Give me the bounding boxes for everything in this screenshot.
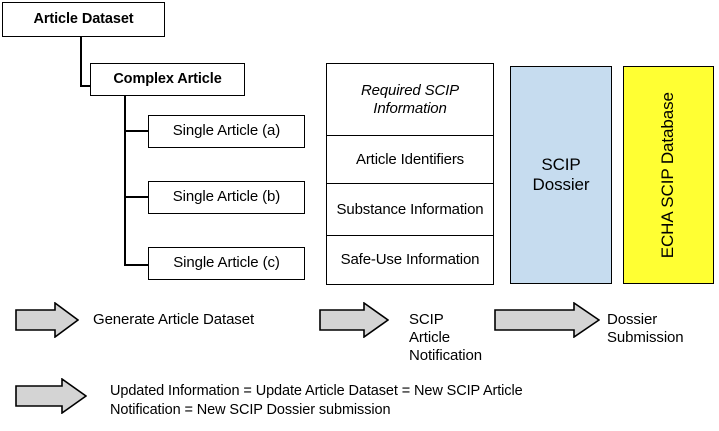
node-single-article-b-label: Single Article (b)	[172, 188, 281, 206]
flow-step-label-scip-article-notification: SCIP Article Notification	[409, 311, 483, 365]
scip-table-row-label: Substance Information	[336, 200, 484, 218]
node-single-article-a-label: Single Article (a)	[172, 122, 281, 140]
connector-complex-article-trunk	[124, 96, 126, 266]
update-note-text: Updated Information = Update Article Dat…	[110, 383, 523, 419]
connector-article-dataset-to-complex	[80, 85, 92, 87]
node-complex-article[interactable]: Complex Article	[90, 63, 245, 96]
node-single-article-c-label: Single Article (c)	[173, 254, 280, 272]
right-block-arrow-icon	[15, 378, 87, 414]
flow-step-label-text: Dossier Submission	[607, 311, 684, 346]
node-scip-dossier-label: SCIP Dossier	[532, 154, 590, 194]
node-article-dataset[interactable]: Article Dataset	[2, 2, 165, 37]
node-echa-scip-database[interactable]: ECHA SCIP Database	[623, 66, 714, 284]
connector-trunk-to-single-a	[124, 130, 150, 132]
connector-trunk-to-single-c	[124, 264, 150, 266]
node-article-dataset-label: Article Dataset	[33, 11, 134, 28]
scip-table-row[interactable]: Safe-Use Information	[327, 236, 493, 283]
scip-table-header-label: Required SCIP Information	[360, 82, 460, 117]
connector-trunk-to-single-b	[124, 196, 150, 198]
scip-table-header-row: Required SCIP Information	[327, 64, 493, 136]
flow-step-label-generate-article-dataset: Generate Article Dataset	[93, 311, 255, 328]
flow-step-label-dossier-submission: Dossier Submission	[607, 311, 699, 347]
scip-information-table: Required SCIP Information Article Identi…	[326, 63, 494, 285]
node-scip-dossier[interactable]: SCIP Dossier	[510, 66, 612, 284]
scip-table-row[interactable]: Article Identifiers	[327, 136, 493, 184]
node-complex-article-label: Complex Article	[113, 71, 222, 88]
node-echa-scip-database-label: ECHA SCIP Database	[658, 91, 678, 259]
node-single-article-c[interactable]: Single Article (c)	[148, 247, 305, 280]
scip-table-row-label: Safe-Use Information	[340, 250, 480, 268]
right-block-arrow-icon	[319, 302, 389, 338]
scip-table-row-label: Article Identifiers	[355, 150, 465, 168]
right-block-arrow-icon	[494, 302, 600, 338]
scip-table-row[interactable]: Substance Information	[327, 184, 493, 236]
right-block-arrow-icon	[15, 302, 79, 338]
flow-step-label-text: SCIP Article Notification	[409, 311, 483, 364]
node-single-article-b[interactable]: Single Article (b)	[148, 181, 305, 214]
connector-article-dataset-vertical	[80, 37, 82, 87]
update-note-label: Updated Information = Update Article Dat…	[110, 382, 542, 420]
node-single-article-a[interactable]: Single Article (a)	[148, 115, 305, 148]
